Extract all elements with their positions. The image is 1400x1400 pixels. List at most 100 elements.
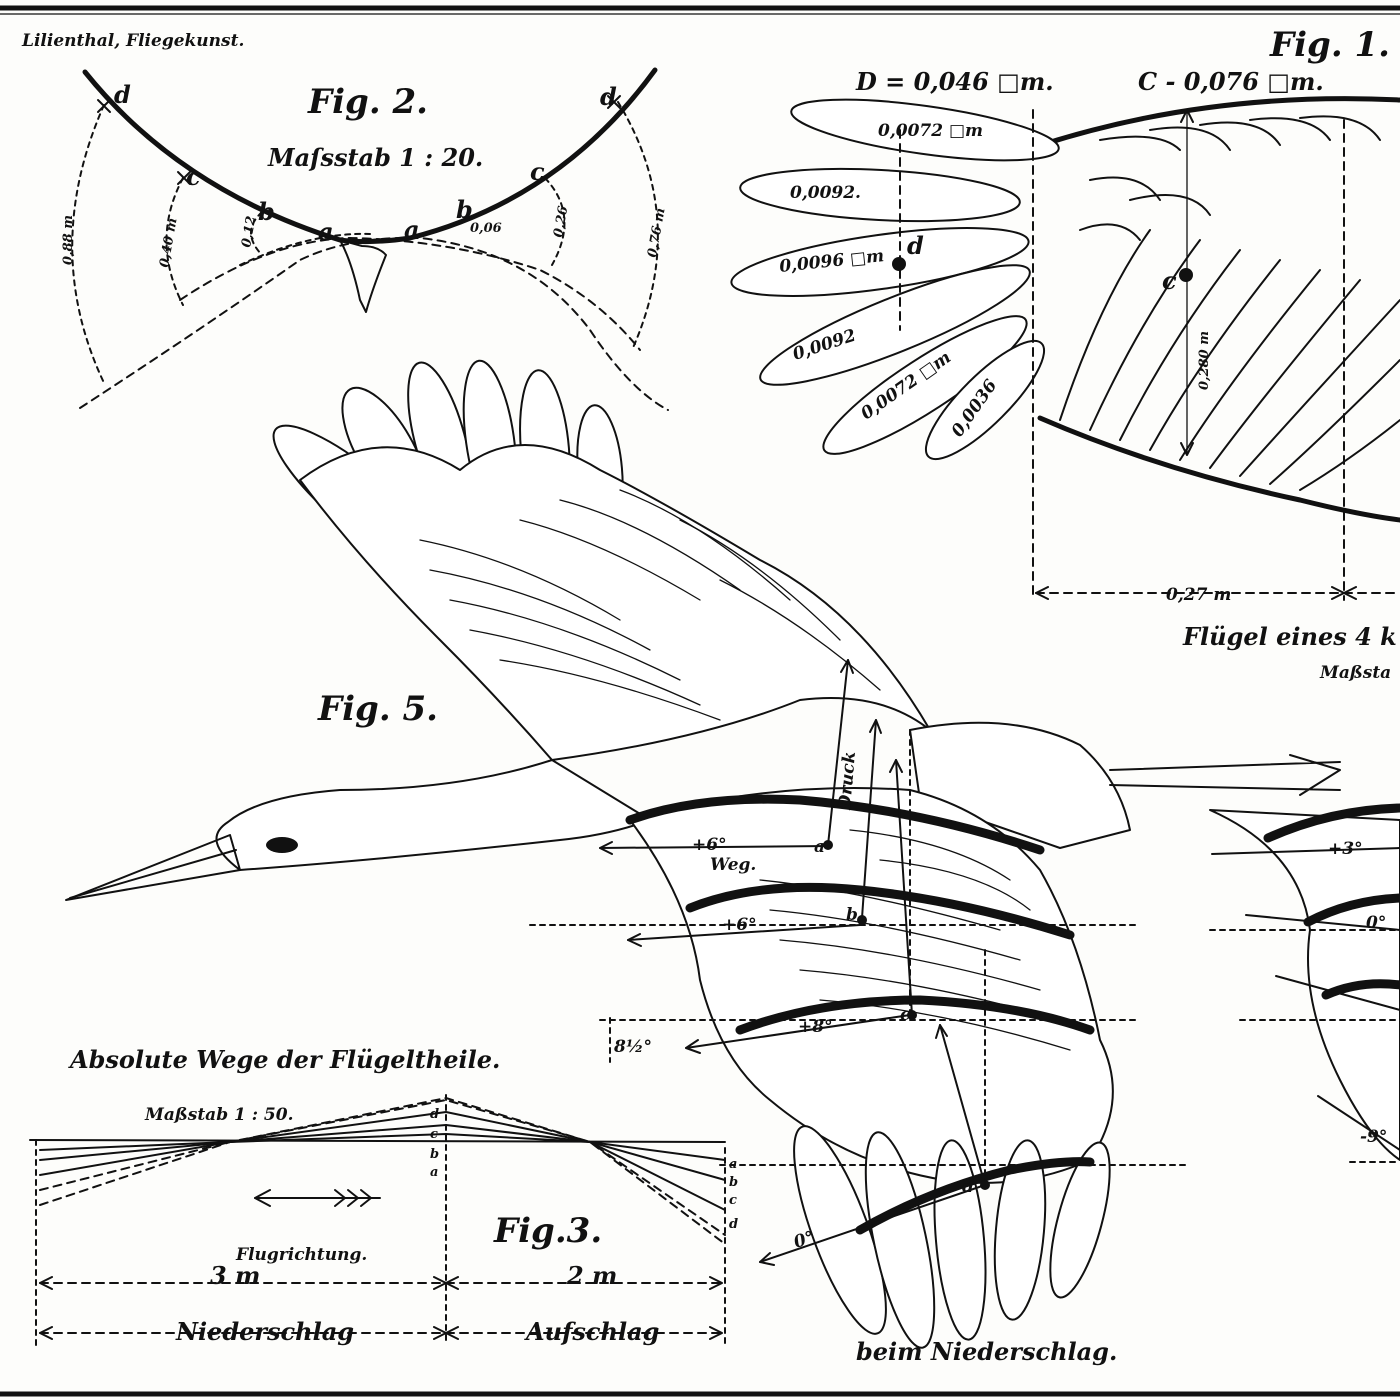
fig3-phase-up: Aufschlag — [524, 1317, 659, 1346]
fig1-point-d: d — [907, 231, 924, 260]
fig2-dim-6: 0,76 m — [645, 207, 668, 259]
fig2-lower-arc-1 — [79, 236, 669, 411]
fig5-weg-label: Weg. — [710, 855, 756, 875]
fig3-dim-down: 3 m — [210, 1261, 260, 1290]
fig2-dim-4: 0,06 — [470, 221, 502, 236]
fig1-feather-area-1: 0,0072 □m — [878, 121, 983, 141]
fig3-mid-a: a — [430, 1165, 438, 1180]
fig1-trailing-edge — [1037, 415, 1400, 523]
fig1-dim-vertical-arrows — [1180, 109, 1194, 456]
fig2-markers — [97, 95, 621, 185]
fig1-area-d: D = 0,046 □m. — [855, 67, 1054, 96]
fig1-feather-area-2: 0,0092. — [790, 183, 861, 203]
fig3-right-a: a — [729, 1157, 737, 1172]
fig1-point-d-dot — [892, 257, 906, 271]
fig5-beak-line — [69, 849, 237, 899]
fig5-point-b: b — [846, 905, 858, 925]
fig3-dim-up: 2 m — [566, 1261, 617, 1290]
fig1-point-c: c — [1162, 266, 1177, 295]
fig5-neck — [215, 759, 651, 871]
fig1-point-c-dot — [1179, 268, 1193, 282]
fig5-point-c-dot — [907, 1010, 917, 1020]
fig2-dim-b-left — [250, 211, 263, 256]
fig2-point-c-left: c — [186, 162, 201, 191]
plate-header: Lilienthal, Fliegekunst. — [21, 31, 244, 51]
fig1-title: Fig. 1. — [1269, 25, 1390, 65]
fig5-right-angle-2: 0° — [1366, 913, 1386, 933]
fig5-reference-lines — [529, 729, 1191, 1191]
fig1-leading-edge — [1017, 96, 1400, 155]
fig3-phase-down: Niederschlag — [175, 1317, 354, 1346]
fig1-scale: Maßsta — [1319, 663, 1391, 683]
fig1-feather-1 — [790, 98, 1060, 162]
fig2-point-a-right: a — [404, 215, 420, 244]
fig2-dim-3: 0,12 — [239, 215, 259, 249]
fig1-dim-vertical-label: 0,280 m — [1197, 331, 1212, 390]
fig5-beak — [65, 834, 241, 901]
fig5-point-a: a — [814, 837, 825, 857]
fig5-point-a-dot — [823, 840, 833, 850]
fig1-feather-6 — [924, 339, 1046, 461]
fig5-right-angle-3: -9° — [1360, 1127, 1387, 1147]
fig3-heading: Absolute Wege der Flügeltheile. — [68, 1045, 500, 1074]
fig2-dim-5: 0,26 — [551, 205, 571, 239]
fig3-paths — [29, 1094, 726, 1346]
fig2-dim-d-right — [617, 101, 659, 351]
fig5-profile-d — [855, 1157, 1095, 1235]
fig2-lower-arc-3 — [239, 232, 371, 266]
fig3-mid-b: b — [430, 1147, 439, 1162]
fig5-title: Fig. 5. — [317, 689, 438, 729]
fig5-profile-a — [625, 794, 1045, 855]
fig5-eye — [266, 837, 298, 853]
fig2-point-d-right: d — [600, 82, 617, 111]
fig5-point-c: c — [900, 1005, 911, 1025]
fig2-upper-arc — [82, 67, 658, 245]
fig2-point-b-left: b — [258, 197, 275, 226]
fig3-right-b: b — [729, 1175, 738, 1190]
fig5-angle-c: +8° — [798, 1017, 833, 1037]
fig1-feather-2 — [739, 167, 1021, 223]
fig3-direction: Flugrichtung. — [235, 1245, 367, 1265]
fig2-point-d-left: d — [114, 80, 131, 109]
fig3-right-d: d — [729, 1217, 738, 1232]
fig1-covert-feathers — [1059, 115, 1400, 491]
fig5-angle-side: 8½° — [613, 1037, 652, 1057]
fig1-feather-5 — [822, 315, 1028, 455]
fig2-dim-d-left — [71, 104, 106, 386]
fig1-feather-3 — [730, 227, 1030, 297]
fig2-scale: Maſsstab 1 : 20. — [267, 143, 483, 172]
fig2-lower-arc-2 — [179, 237, 641, 351]
fig5-right-partial: +3° 0° -9° — [1209, 803, 1400, 1163]
fig2-title: Fig. 2. — [307, 82, 428, 122]
fig5-profile-c — [735, 995, 1095, 1035]
fig5-angle-a: +6° — [692, 835, 727, 855]
fig1-caption: Flügel eines 4 k — [1182, 622, 1397, 651]
fig2-dim-2: 0,40 m — [157, 217, 180, 269]
fig1: Fig. 1. D = 0,046 □m. C - 0,076 □m. 0,00… — [730, 25, 1400, 683]
fig1-dim-horizontal-label: 0,27 m — [1166, 585, 1231, 605]
fig2-dim-1: 0,88 m — [61, 215, 76, 265]
fig3-scale: Maßstab 1 : 50. — [144, 1105, 294, 1125]
fig5-angle-b: +6° — [722, 915, 757, 935]
fig1-feather-4 — [759, 264, 1031, 386]
fig2-dim-c-right — [544, 177, 566, 266]
fig5-upper-wing-coverts — [419, 489, 881, 721]
fig5-caption: beim Niederschlag. — [856, 1337, 1117, 1366]
fig3-mid-d: d — [430, 1107, 439, 1122]
fig3-title: Fig.3. — [493, 1211, 602, 1251]
fig2-point-c-right: c — [530, 157, 545, 186]
fig2-point-a-left: a — [318, 217, 334, 246]
fig1-dim-horizontal-arrows — [1035, 586, 1357, 600]
fig2-body — [339, 239, 387, 313]
fig2-dim-c-left — [165, 177, 184, 306]
fig3: Absolute Wege der Flügeltheile. Maßstab … — [29, 1045, 738, 1346]
fig5: Fig. 5. — [65, 359, 1400, 1366]
fig5-profile-b — [685, 882, 1075, 940]
fig2: Fig. 2. Maſsstab 1 : 20. d c b a a b c d… — [61, 67, 669, 411]
fig5-point-d-dot — [980, 1180, 990, 1190]
fig5-point-d: d — [962, 1177, 974, 1197]
fig2-point-b-right: b — [456, 195, 473, 224]
fig1-area-c: C - 0,076 □m. — [1138, 67, 1324, 96]
fig5-right-angle-1: +3° — [1328, 839, 1363, 859]
